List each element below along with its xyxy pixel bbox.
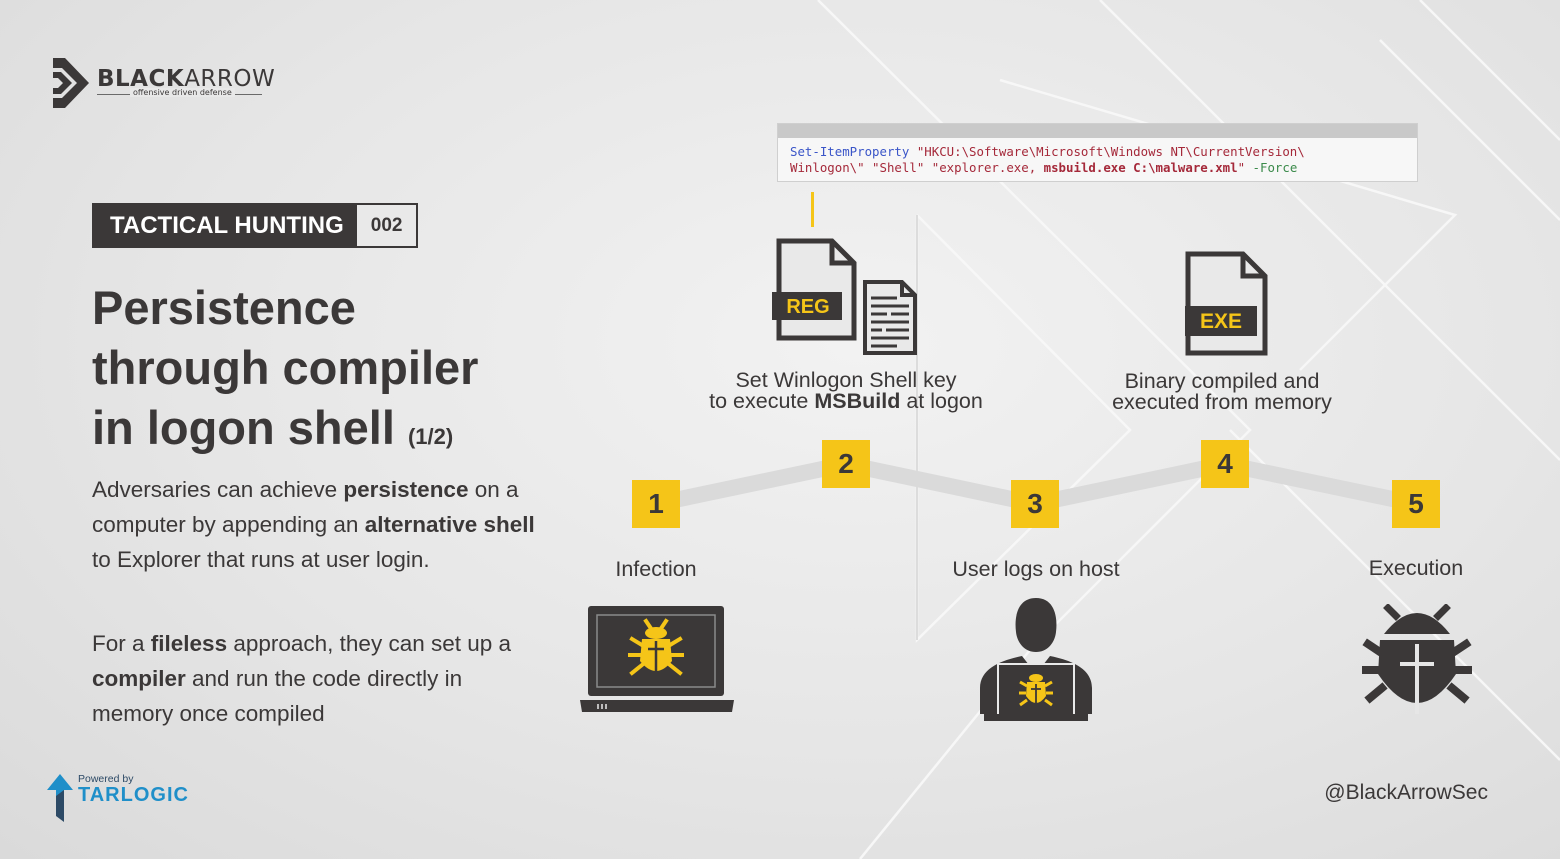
command-box: Set-ItemProperty "HKCU:\Software\Microso… — [777, 123, 1418, 182]
powered-by-brand: TARLOGIC — [78, 784, 189, 806]
brand-tagline: offensive driven defense — [130, 88, 235, 97]
description-p2-segment: approach, they can set up a — [227, 631, 512, 656]
description-p2-segment: fileless — [150, 631, 228, 656]
title-line-2: through compiler — [92, 341, 479, 394]
exe-file-tag: EXE — [1200, 310, 1242, 333]
description-p2-segment: compiler — [92, 666, 186, 691]
step-2-label: Set Winlogon Shell key to execute MSBuil… — [709, 368, 983, 413]
command-line2-segment: -Force — [1252, 160, 1298, 175]
step-1-badge: 1 — [632, 480, 680, 528]
command-line1-segment: "HKCU:\Software\Microsoft\Windows NT\Cur… — [909, 144, 1305, 159]
command-code: Set-ItemProperty "HKCU:\Software\Microso… — [778, 138, 1417, 176]
step-3-label: User logs on host — [952, 557, 1120, 581]
step-5-badge: 5 — [1392, 480, 1440, 528]
command-line2-segment: Winlogon\" "Shell" "explorer.exe, — [790, 160, 1044, 175]
step-5-label: Execution — [1368, 556, 1464, 580]
command-line2-segment: " — [1237, 160, 1253, 175]
description-paragraph-1: Adversaries can achieve persistence on a… — [92, 472, 542, 577]
series-badge: TACTICAL HUNTING 002 — [92, 203, 419, 248]
step-3-badge: 3 — [1011, 480, 1059, 528]
social-handle: @BlackArrowSec — [1324, 781, 1488, 804]
user-at-computer-icon — [980, 598, 1092, 721]
step-4-label: Binary compiled and executed from memory — [1112, 369, 1332, 414]
page-title: Persistence through compiler in logon sh… — [92, 278, 562, 467]
command-line2-segment: msbuild.exe C:\malware.xml — [1043, 160, 1238, 175]
powered-by-label: Powered by — [78, 773, 134, 785]
bug-icon-laptop — [628, 618, 684, 676]
bug-icon — [1362, 604, 1472, 714]
infected-laptop-icon — [580, 606, 734, 712]
command-box-titlebar — [778, 124, 1417, 138]
title-line-1: Persistence — [92, 281, 356, 334]
description-p1-segment: to Explorer that runs at user login. — [92, 547, 430, 572]
bug-icon-user — [1019, 674, 1053, 707]
brand-name: BLACKARROW — [97, 66, 276, 92]
description-p1-segment: alternative shell — [364, 512, 535, 537]
description-p1-segment: Adversaries can achieve — [92, 477, 344, 502]
title-line-3: in logon shell — [92, 401, 395, 454]
description-p2-segment: and run the code directly in memory once… — [92, 666, 463, 726]
command-line-1: Set-ItemProperty "HKCU:\Software\Microso… — [790, 144, 1405, 160]
reg-file-icon: REG — [772, 238, 917, 355]
step-2-badge: 2 — [822, 440, 870, 488]
command-line1-segment: Set-ItemProperty — [790, 144, 910, 159]
command-line-2: Winlogon\" "Shell" "explorer.exe, msbuil… — [790, 160, 1405, 176]
description-p1-segment: persistence — [343, 477, 469, 502]
description-p1-segment: on a computer by appending an — [92, 477, 519, 537]
step-1-label: Infection — [615, 557, 697, 581]
command-connector — [811, 192, 814, 227]
title-part: (1/2) — [407, 424, 454, 449]
reg-file-tag: REG — [786, 296, 829, 318]
description-paragraph-2: For a fileless approach, they can set up… — [92, 626, 542, 731]
black-arrow-logo-icon — [53, 58, 89, 108]
tarlogic-logo-icon — [47, 774, 73, 822]
exe-file-icon: EXE — [1185, 251, 1268, 356]
series-number: 002 — [356, 205, 417, 246]
step-4-badge: 4 — [1201, 440, 1249, 488]
description-p2-segment: For a — [92, 631, 151, 656]
series-name: TACTICAL HUNTING — [94, 205, 357, 246]
